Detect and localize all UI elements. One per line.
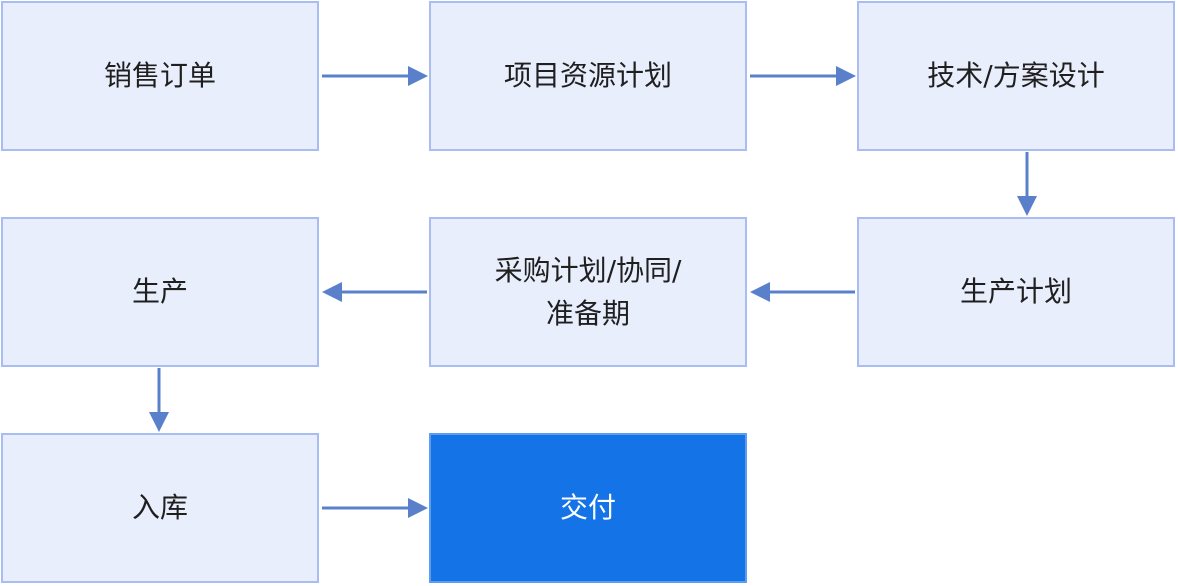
node-sales-order: 销售订单: [1, 1, 319, 151]
arrow-production-to-warehousing: [149, 368, 169, 432]
arrow-production-plan-to-procurement: [750, 282, 855, 302]
arrow-warehousing-to-delivery: [322, 498, 428, 518]
arrow-procurement-to-production: [322, 282, 427, 302]
node-warehousing: 入库: [1, 433, 319, 583]
node-delivery: 交付: [429, 433, 747, 583]
node-procurement-plan: 采购计划/协同/ 准备期: [429, 217, 747, 367]
arrow-design-to-production-plan: [1017, 152, 1037, 216]
node-label: 销售订单: [103, 59, 216, 93]
node-label: 生产计划: [959, 275, 1072, 309]
node-label: 生产: [131, 275, 188, 309]
node-production: 生产: [1, 217, 319, 367]
node-label-line-1: 采购计划/协同/: [494, 253, 682, 287]
node-label: 入库: [131, 491, 188, 525]
node-label: 技术/方案设计: [927, 59, 1105, 93]
node-project-resource-plan: 项目资源计划: [429, 1, 747, 151]
node-label: 项目资源计划: [503, 59, 672, 93]
node-label-line-2: 准备期: [545, 297, 630, 330]
node-tech-solution-design: 技术/方案设计: [857, 1, 1175, 151]
arrow-resource-to-design: [750, 66, 856, 86]
arrow-sales-to-resource: [322, 66, 428, 86]
node-production-plan: 生产计划: [857, 217, 1175, 367]
node-label: 交付: [559, 491, 616, 525]
